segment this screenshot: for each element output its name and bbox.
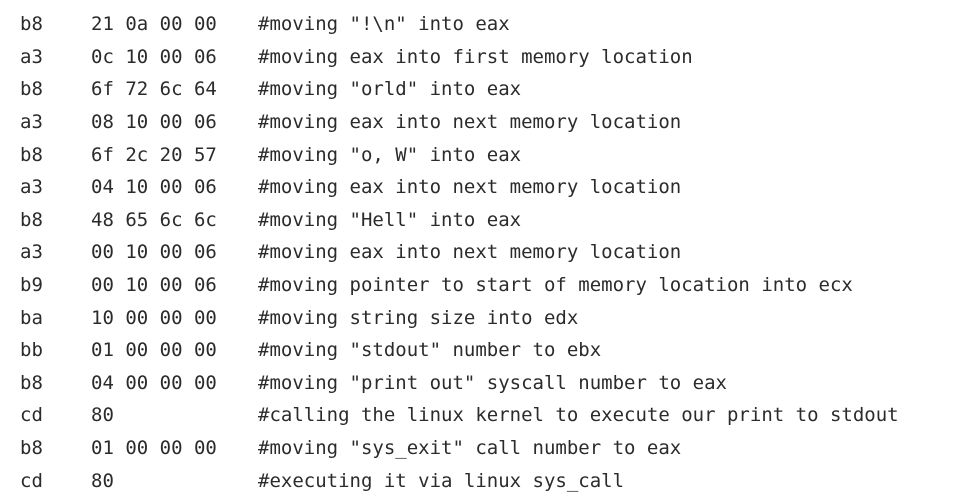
code-comment: #moving "stdout" number to ebx — [258, 339, 602, 362]
opcode: b9 — [20, 274, 43, 297]
operand-bytes: 21 0a 00 00 — [91, 13, 217, 36]
code-comment: #moving eax into first memory location — [258, 45, 693, 68]
operand-bytes: 01 00 00 00 — [91, 339, 217, 362]
opcode: b8 — [20, 78, 43, 101]
operand-bytes: 01 00 00 00 — [91, 437, 217, 460]
operand-bytes: 04 00 00 00 — [91, 371, 217, 394]
code-comment: #calling the linux kernel to execute our… — [258, 404, 899, 427]
operand-bytes: 00 10 00 06 — [91, 241, 217, 264]
code-line: ba 10 00 00 00 #moving string size into … — [0, 301, 969, 334]
opcode: a3 — [20, 176, 43, 199]
code-comment: #moving eax into next memory location — [258, 241, 682, 264]
operand-bytes: 08 10 00 06 — [91, 111, 217, 134]
opcode: ba — [20, 306, 43, 329]
opcode: bb — [20, 339, 43, 362]
code-comment: #moving "sys_exit" call number to eax — [258, 437, 682, 460]
operand-bytes: 48 65 6c 6c — [91, 208, 217, 231]
code-line: b8 21 0a 00 00 #moving "!\n" into eax — [0, 8, 969, 41]
opcode: b8 — [20, 371, 43, 394]
code-line: b8 6f 72 6c 64 #moving "orld" into eax — [0, 73, 969, 106]
code-comment: #moving "print out" syscall number to ea… — [258, 371, 727, 394]
code-line: b8 6f 2c 20 57 #moving "o, W" into eax — [0, 138, 969, 171]
operand-bytes: 10 00 00 00 — [91, 306, 217, 329]
code-line: cd 80 #calling the linux kernel to execu… — [0, 399, 969, 432]
opcode: b8 — [20, 143, 43, 166]
opcode: a3 — [20, 241, 43, 264]
code-line: bb 01 00 00 00 #moving "stdout" number t… — [0, 334, 969, 367]
operand-bytes: 0c 10 00 06 — [91, 45, 217, 68]
code-line: a3 00 10 00 06 #moving eax into next mem… — [0, 236, 969, 269]
code-comment: #moving pointer to start of memory locat… — [258, 274, 853, 297]
opcode: b8 — [20, 208, 43, 231]
opcode: cd — [20, 469, 43, 492]
operand-bytes: 6f 2c 20 57 — [91, 143, 217, 166]
code-line: b9 00 10 00 06 #moving pointer to start … — [0, 269, 969, 302]
operand-bytes: 80 — [91, 404, 114, 427]
opcode: b8 — [20, 13, 43, 36]
code-comment: #moving string size into edx — [258, 306, 579, 329]
operand-bytes: 00 10 00 06 — [91, 274, 217, 297]
opcode: a3 — [20, 45, 43, 68]
operand-bytes: 04 10 00 06 — [91, 176, 217, 199]
operand-bytes: 6f 72 6c 64 — [91, 78, 217, 101]
code-line: a3 0c 10 00 06 #moving eax into first me… — [0, 41, 969, 74]
code-comment: #moving eax into next memory location — [258, 176, 682, 199]
code-comment: #moving "Hell" into eax — [258, 208, 522, 231]
opcode: a3 — [20, 111, 43, 134]
operand-bytes: 80 — [91, 469, 114, 492]
code-line: a3 04 10 00 06 #moving eax into next mem… — [0, 171, 969, 204]
opcode: cd — [20, 404, 43, 427]
code-line: cd 80 #executing it via linux sys_call — [0, 464, 969, 497]
opcode: b8 — [20, 437, 43, 460]
code-comment: #executing it via linux sys_call — [258, 469, 625, 492]
code-line: b8 48 65 6c 6c #moving "Hell" into eax — [0, 204, 969, 237]
code-comment: #moving eax into next memory location — [258, 111, 682, 134]
code-line: b8 01 00 00 00 #moving "sys_exit" call n… — [0, 432, 969, 465]
code-comment: #moving "orld" into eax — [258, 78, 522, 101]
code-line: b8 04 00 00 00 #moving "print out" sysca… — [0, 367, 969, 400]
code-comment: #moving "o, W" into eax — [258, 143, 522, 166]
code-line: a3 08 10 00 06 #moving eax into next mem… — [0, 106, 969, 139]
code-comment: #moving "!\n" into eax — [258, 13, 510, 36]
